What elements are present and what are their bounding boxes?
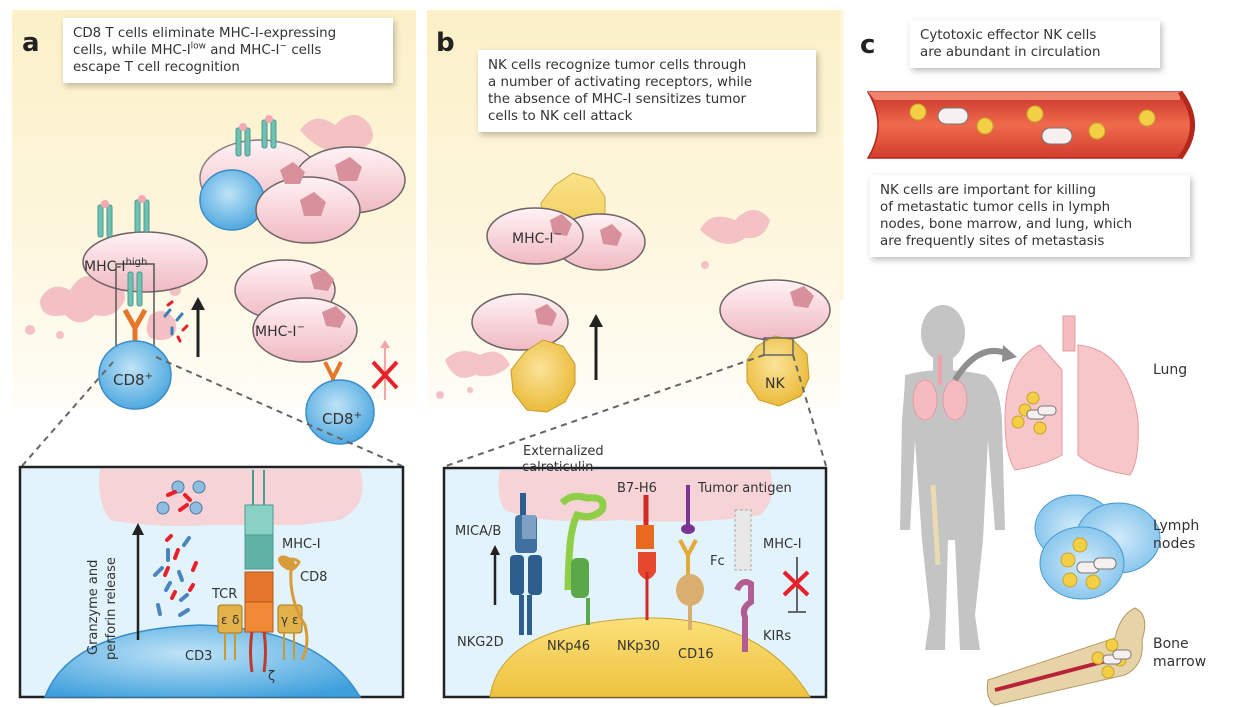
caption-a-line2: cells, while MHC-Ilow and MHC-I− cells bbox=[73, 41, 322, 58]
inset-b bbox=[442, 466, 828, 699]
label-bone-line1: Bone bbox=[1153, 636, 1189, 652]
label-cd3-delta: δ bbox=[232, 613, 239, 627]
label-mhc-i-b: MHC-I bbox=[763, 537, 802, 552]
blocked-x-icon-a bbox=[371, 360, 399, 390]
label-granzyme-line1: Granzyme and bbox=[86, 560, 101, 655]
lymph-nodes-organ bbox=[1034, 494, 1161, 600]
panel-letter-b: b bbox=[436, 28, 455, 58]
up-arrow-b bbox=[589, 314, 603, 380]
label-bone-line2: marrow bbox=[1153, 654, 1206, 670]
nk-cell-bottom-left bbox=[510, 339, 576, 413]
label-mica-b: MICA/B bbox=[455, 524, 501, 539]
caption-c-mid-line3: nodes, bone marrow, and lung, which bbox=[880, 217, 1133, 232]
caption-a-line3: escape T cell recognition bbox=[73, 60, 240, 75]
bone-marrow-organ bbox=[986, 607, 1146, 706]
panel-letter-c: c bbox=[860, 30, 876, 60]
label-cd8: CD8 bbox=[300, 570, 327, 585]
nk-cell-membrane bbox=[489, 617, 811, 698]
zoom-frame-b bbox=[763, 337, 794, 356]
label-cd3-epsilon-1: ε bbox=[221, 613, 228, 627]
panel-a-cells bbox=[25, 115, 406, 445]
caption-panel-a: CD8 T cells eliminate MHC-I-expressing c… bbox=[63, 18, 393, 83]
caption-c-mid-line2: of metastatic tumor cells in lymph bbox=[880, 200, 1111, 215]
panel-b-cells bbox=[436, 172, 831, 413]
label-lymph-line2: nodes bbox=[1153, 536, 1195, 552]
circulating-nk-cells bbox=[909, 103, 1156, 140]
lung-organ bbox=[1004, 315, 1139, 476]
caption-b-line1: NK cells recognize tumor cells through bbox=[488, 58, 747, 73]
panel-c-background bbox=[840, 10, 846, 300]
apoptotic-debris-a bbox=[25, 115, 373, 340]
nk-cell-right bbox=[746, 335, 810, 407]
label-mhc-high: MHC-Ihigh bbox=[84, 257, 147, 275]
caption-c-top-line1: Cytotoxic effector NK cells bbox=[920, 28, 1097, 43]
t-cell-membrane bbox=[43, 624, 362, 698]
up-arrow-a bbox=[191, 297, 205, 357]
label-tcr: TCR bbox=[211, 587, 237, 602]
label-externalized-line1: Externalized bbox=[523, 444, 604, 459]
caption-b-line4: cells to NK cell attack bbox=[488, 109, 633, 124]
caption-c-mid-line1: NK cells are important for killing bbox=[880, 183, 1096, 198]
label-kirs: KIRs bbox=[763, 629, 791, 644]
label-cd8-left: CD8+ bbox=[113, 371, 153, 389]
label-fc: Fc bbox=[710, 554, 725, 569]
label-mhc-neg-b: MHC-I− bbox=[512, 229, 562, 247]
caption-c-top-line2: are abundant in circulation bbox=[920, 45, 1101, 60]
label-b7-h6: B7-H6 bbox=[617, 481, 657, 496]
caption-panel-c-top: Cytotoxic effector NK cells are abundant… bbox=[910, 20, 1160, 68]
label-nkp30: NKp30 bbox=[617, 639, 660, 654]
caption-b-line2: a number of activating receptors, while bbox=[488, 75, 753, 90]
t-cell bbox=[199, 169, 265, 231]
panel-letter-a: a bbox=[22, 28, 40, 58]
label-cd16: CD16 bbox=[678, 647, 714, 662]
caption-a-line1: CD8 T cells eliminate MHC-I-expressing bbox=[73, 26, 337, 41]
label-tumor-antigen: Tumor antigen bbox=[697, 481, 792, 496]
blocked-x-icon-b bbox=[782, 570, 810, 597]
caption-b-line3: the absence of MHC-I sensitizes tumor bbox=[488, 92, 747, 107]
label-lung: Lung bbox=[1153, 362, 1187, 378]
label-mhc-neg-a: MHC-I− bbox=[255, 322, 305, 340]
label-cd3: CD3 bbox=[185, 649, 212, 664]
label-zeta: ζ bbox=[268, 669, 275, 684]
label-cd3-epsilon-2: ε bbox=[292, 613, 299, 627]
label-nk: NK bbox=[765, 376, 785, 392]
human-silhouette bbox=[900, 305, 1005, 650]
label-lymph-line1: Lymph bbox=[1153, 518, 1199, 534]
caption-panel-b: NK cells recognize tumor cells through a… bbox=[478, 50, 816, 132]
label-mhc-i-a: MHC-I bbox=[282, 537, 321, 552]
circulating-tumor-cells bbox=[937, 107, 1073, 145]
label-nkp46: NKp46 bbox=[547, 639, 590, 654]
caption-c-mid-line4: are frequently sites of metastasis bbox=[880, 234, 1105, 249]
cd8-t-cell-right bbox=[305, 379, 375, 445]
label-granzyme-line2: perforin release bbox=[104, 557, 119, 660]
label-cd3-gamma: γ bbox=[281, 613, 288, 627]
label-nkg2d: NKG2D bbox=[457, 635, 504, 650]
caption-panel-c-mid: NK cells are important for killing of me… bbox=[870, 175, 1190, 257]
panel-c-illustration bbox=[866, 90, 1195, 706]
label-externalized-line2: calreticulin bbox=[522, 460, 593, 475]
cd8-t-cell-left bbox=[98, 340, 172, 410]
inset-a bbox=[18, 465, 405, 699]
label-cd8-right: CD8+ bbox=[322, 410, 362, 428]
